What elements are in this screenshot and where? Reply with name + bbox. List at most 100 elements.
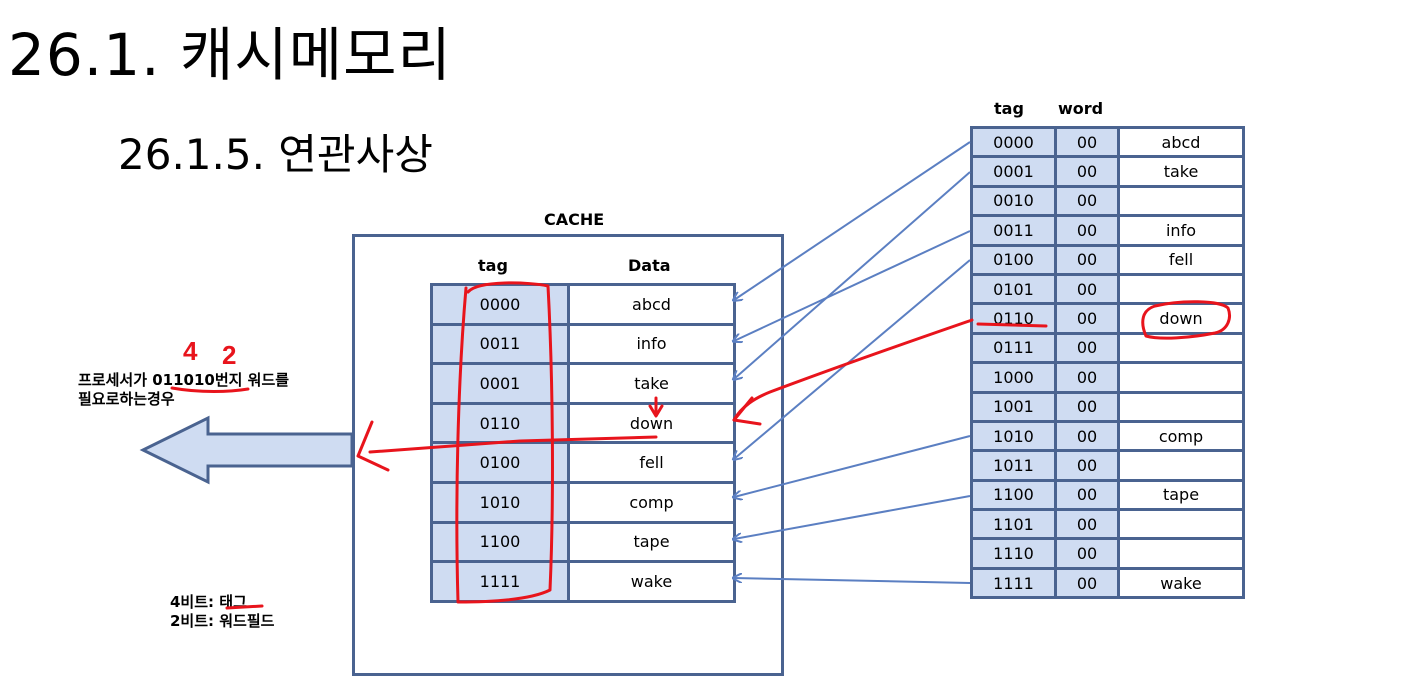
- page-title: 26.1. 캐시메모리: [8, 21, 452, 89]
- memory-tag-cell: 1101: [970, 508, 1057, 541]
- memory-tag-cell: 0010: [970, 184, 1057, 218]
- mapping-arrows: [734, 141, 971, 584]
- memory-word-cell: 00: [1054, 302, 1120, 335]
- memory-data-cell: [1117, 184, 1245, 218]
- memory-data-cell: abcd: [1117, 125, 1245, 159]
- memory-word-cell: 00: [1054, 361, 1120, 394]
- memory-data-cell: fell: [1117, 243, 1245, 276]
- cache-tag-cell: 0100: [430, 441, 570, 484]
- memory-tag-cell: 0101: [970, 272, 1057, 306]
- memory-tag-cell: 1100: [970, 478, 1057, 512]
- cache-data-cell: take: [567, 362, 736, 405]
- memory-data-cell: [1117, 508, 1245, 541]
- processor-address-underline: [170, 386, 250, 393]
- memory-data-cell: info: [1117, 214, 1245, 247]
- cache-data-cell: info: [567, 322, 736, 366]
- cache-header-data: Data: [628, 256, 671, 275]
- red-arrow-output-head: [356, 420, 390, 472]
- bits-tag-underline: [225, 604, 264, 610]
- memory-word-cell: 00: [1054, 390, 1120, 423]
- cache-data-cell: wake: [567, 560, 736, 603]
- cache-tag-column-circle: [455, 281, 554, 604]
- map-arrow-1100: [734, 495, 971, 539]
- memory-data-cell: wake: [1117, 566, 1245, 600]
- memory-tag-cell: 0000: [970, 125, 1057, 159]
- cache-data-cell: tape: [567, 520, 736, 564]
- memory-tag-cell: 0110: [970, 302, 1057, 335]
- red-arrow-to-cache: [732, 318, 974, 422]
- memory-0110-underline: [976, 322, 1048, 328]
- memory-word-cell: 00: [1054, 508, 1120, 541]
- cache-header-tag: tag: [478, 256, 508, 275]
- memory-tag-cell: 1000: [970, 361, 1057, 394]
- memory-tag-cell: 1010: [970, 419, 1057, 453]
- cache-tag-cell: 1010: [430, 480, 570, 524]
- memory-word-cell: 00: [1054, 184, 1120, 218]
- map-arrow-1010: [734, 435, 971, 497]
- memory-header-word: word: [1058, 99, 1104, 118]
- map-arrow-0011: [734, 230, 971, 341]
- memory-data-cell: [1117, 361, 1245, 394]
- memory-data-cell: [1117, 449, 1245, 482]
- processor-note-suffix: 번지 워드를: [214, 371, 290, 389]
- cache-label: CACHE: [544, 210, 605, 229]
- cache-tag-cell: 0011: [430, 322, 570, 366]
- memory-tag-cell: 1111: [970, 566, 1057, 600]
- bits-note-line1-prefix: 4비트:: [170, 593, 220, 611]
- cache-tag-cell: 0000: [430, 283, 570, 326]
- handwritten-mark-1: 4: [183, 336, 198, 366]
- red-annotations: [170, 281, 1231, 610]
- cache-tag-cell: 0001: [430, 362, 570, 405]
- red-down-mark: [648, 396, 664, 418]
- memory-word-cell: 00: [1054, 449, 1120, 482]
- memory-word-cell: 00: [1054, 125, 1120, 159]
- red-arrow-output: [368, 435, 658, 454]
- memory-word-cell: 00: [1054, 331, 1120, 365]
- page-subtitle: 26.1.5. 연관사상: [118, 130, 433, 179]
- output-arrow: [139, 415, 354, 485]
- memory-data-cell: [1117, 331, 1245, 365]
- processor-note-address: 011010: [152, 371, 215, 389]
- memory-word-cell: 00: [1054, 272, 1120, 306]
- memory-tag-cell: 1001: [970, 390, 1057, 423]
- memory-word-cell: 00: [1054, 478, 1120, 512]
- cache-tag-cell: 1100: [430, 520, 570, 564]
- memory-data-cell: [1117, 537, 1245, 570]
- processor-note-line2: 필요로하는경우: [78, 390, 175, 408]
- memory-tag-cell: 1110: [970, 537, 1057, 570]
- memory-tag-cell: 1011: [970, 449, 1057, 482]
- cache-data-cell: abcd: [567, 283, 736, 326]
- memory-data-cell: [1117, 390, 1245, 423]
- memory-down-circle: [1141, 300, 1231, 340]
- memory-word-cell: 00: [1054, 566, 1120, 600]
- bits-note: 4비트: 태그 2비트: 워드필드: [170, 593, 274, 631]
- memory-tag-cell: 0100: [970, 243, 1057, 276]
- memory-header-tag: tag: [994, 99, 1024, 118]
- handwritten-mark-2: 2: [222, 340, 236, 370]
- memory-tag-cell: 0011: [970, 214, 1057, 247]
- map-arrow-0001: [734, 171, 971, 379]
- memory-word-cell: 00: [1054, 243, 1120, 276]
- memory-data-cell: [1117, 272, 1245, 306]
- memory-tag-cell: 0111: [970, 331, 1057, 365]
- map-arrow-0100: [734, 259, 971, 459]
- memory-word-cell: 00: [1054, 537, 1120, 570]
